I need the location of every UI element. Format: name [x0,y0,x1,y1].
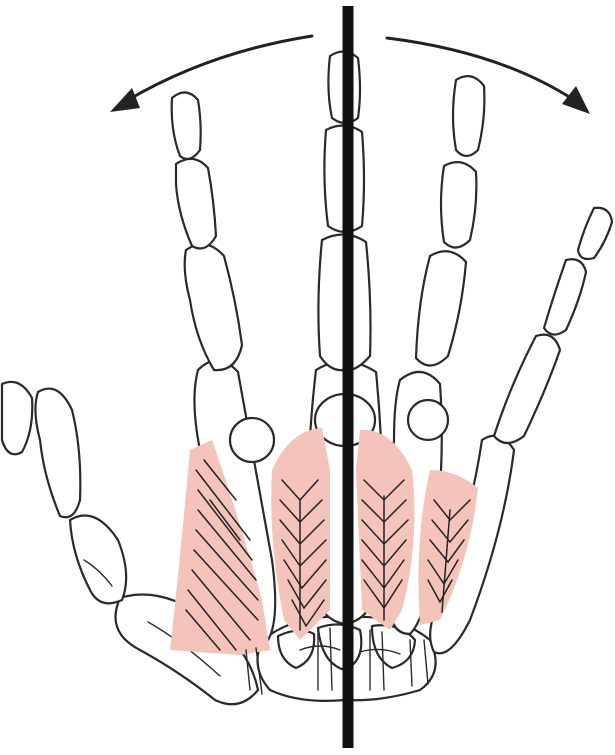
little-middle-phalanx [544,259,586,334]
ring-proximal-phalanx [416,251,466,365]
thumb-proximal-phalanx [70,516,126,604]
right-arrow-head-icon [562,86,590,114]
thumb-tip [2,382,32,454]
little-proximal-phalanx [494,335,560,443]
ring-distal-phalanx [453,76,484,156]
left-abduction-arrow [128,36,312,100]
index-middle-phalanx [176,159,216,249]
index-proximal-phalanx [185,244,242,370]
ring-mcp-head [408,400,448,440]
little-distal-phalanx [578,208,612,259]
index-distal-phalanx [172,92,201,158]
ring-middle-phalanx [441,162,476,247]
left-arrow-head-icon [110,88,140,112]
index-mcp-head [230,418,274,462]
thumb-distal-phalanx [35,389,80,518]
